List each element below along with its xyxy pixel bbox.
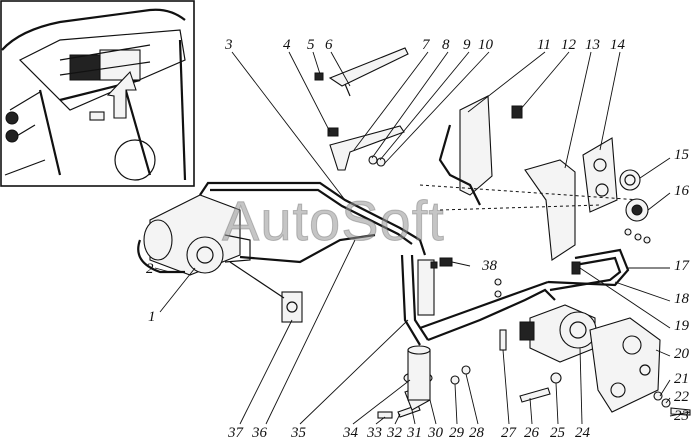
callout-14: 14 [610, 37, 625, 53]
callout-15: 15 [674, 147, 689, 163]
callout-22: 22 [674, 389, 689, 405]
pipe-compressor-2 [419, 280, 549, 330]
pipe-compressor [427, 288, 556, 342]
condenser-lines [400, 254, 502, 346]
callout-16: 16 [674, 183, 689, 199]
label-plate [229, 261, 303, 323]
hose-18 [549, 256, 622, 292]
callout-13: 13 [585, 37, 600, 53]
callout-7: 7 [422, 37, 430, 53]
callout-27: 27 [501, 425, 516, 441]
callout-5: 5 [307, 37, 315, 53]
callout-34: 34 [343, 425, 358, 441]
callout-18: 18 [674, 291, 689, 307]
callout-37: 37 [228, 425, 243, 441]
clamp-19 [571, 261, 581, 275]
compressor [519, 304, 597, 384]
callout-33: 33 [367, 425, 382, 441]
evaporator-unit [137, 194, 251, 276]
bracket-parts [314, 47, 409, 171]
callout-4: 4 [283, 37, 291, 53]
callout-26: 26 [524, 425, 539, 441]
callout-6: 6 [325, 37, 333, 53]
receiver-bracket [419, 95, 641, 261]
callout-2: 2 [146, 261, 154, 277]
callout-20: 20 [674, 346, 689, 362]
cab-inset [0, 0, 195, 187]
callout-1: 1 [148, 309, 156, 325]
callout-29: 29 [449, 425, 464, 441]
pipe-low [239, 233, 376, 264]
callout-9: 9 [463, 37, 471, 53]
callout-17: 17 [674, 258, 689, 274]
callout-10: 10 [478, 37, 493, 53]
callout-3: 3 [225, 37, 233, 53]
callout-32: 32 [387, 425, 402, 441]
compressor-bracket [589, 317, 661, 413]
leader-lines [154, 51, 691, 425]
fittings-15-16 [619, 169, 651, 244]
watermark-text: AutoSoft [222, 189, 445, 253]
fasteners [377, 329, 691, 419]
pipe-main-2 [210, 188, 413, 245]
callout-31: 31 [407, 425, 422, 441]
callout-8: 8 [442, 37, 450, 53]
callout-12: 12 [561, 37, 576, 53]
callout-21: 21 [674, 371, 689, 387]
callout-36: 36 [252, 425, 267, 441]
callout-25: 25 [550, 425, 565, 441]
callout-30: 30 [428, 425, 443, 441]
callout-11: 11 [537, 37, 551, 53]
callout-35: 35 [291, 425, 306, 441]
callout-38: 38 [482, 258, 497, 274]
callout-23: 23 [674, 408, 689, 424]
callout-24: 24 [575, 425, 590, 441]
callout-19: 19 [674, 318, 689, 334]
callout-28: 28 [469, 425, 484, 441]
